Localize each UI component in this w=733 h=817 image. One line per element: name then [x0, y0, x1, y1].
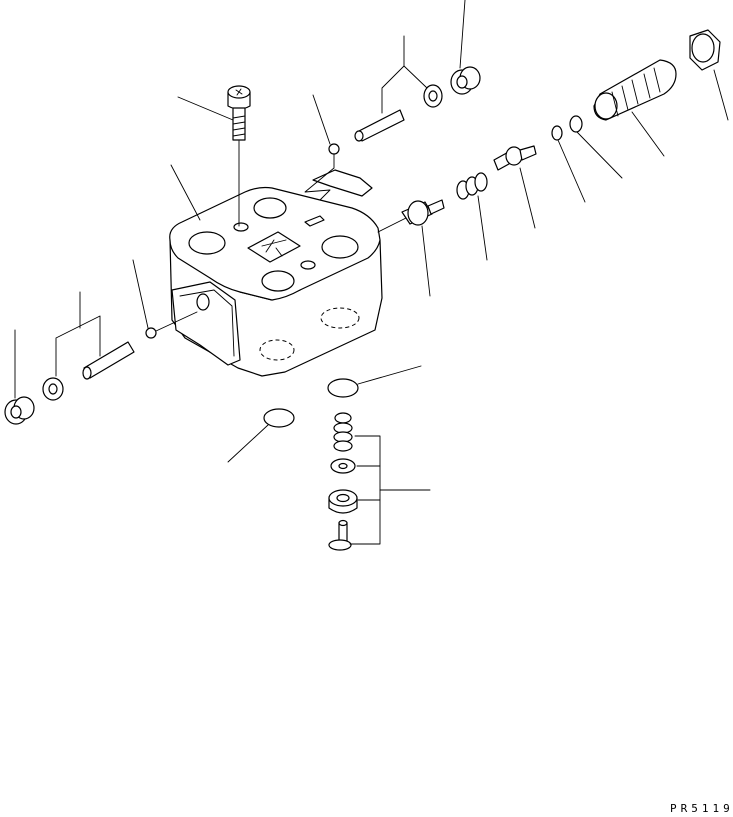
- leader-spring-top: [460, 0, 465, 68]
- o-ring-large: [570, 116, 582, 132]
- leader-fitting-right: [422, 226, 430, 296]
- poppet-right: [494, 146, 536, 170]
- drawing-code: PR51196: [670, 802, 733, 815]
- spacer-bottom: [329, 490, 357, 513]
- leader-plug-right: [632, 112, 664, 156]
- bracket-left-group: [56, 316, 100, 376]
- bracket-bottom-group: [350, 436, 380, 544]
- ball-to-body-line: [156, 312, 197, 331]
- fitting-right: [402, 200, 444, 225]
- ball-zigzag-line: [305, 154, 334, 200]
- spring-top: [451, 67, 480, 94]
- pin-left: [83, 342, 134, 379]
- bracket-top-group: [382, 36, 404, 113]
- pin-bottom: [329, 521, 351, 551]
- leader-o-ring-small: [558, 140, 585, 202]
- leader-o-ring-bottom: [358, 366, 421, 384]
- leader-hex-nut: [714, 70, 728, 120]
- pin-top: [355, 110, 404, 141]
- steel-ball-left: [146, 328, 156, 338]
- spring-left: [5, 397, 34, 424]
- plug-top: [424, 85, 442, 107]
- plug-left: [43, 378, 63, 400]
- washer-bottom: [331, 459, 355, 473]
- bracket-top-branch: [404, 66, 427, 88]
- spring-right: [457, 173, 487, 199]
- valve-body: [170, 170, 382, 376]
- body-to-fitting-line: [378, 216, 410, 232]
- plug-assembly-right: [594, 60, 676, 120]
- spring-bottom: [334, 413, 352, 451]
- o-ring-bottom: [328, 379, 358, 397]
- socket-head-bolt: [228, 86, 250, 140]
- steel-ball-top: [329, 144, 339, 154]
- leader-ball-left: [133, 260, 148, 328]
- o-ring-small: [552, 126, 562, 140]
- leader-o-ring-large: [577, 132, 622, 178]
- leader-spring-right: [478, 196, 487, 260]
- hex-nut-right: [690, 30, 720, 70]
- leader-poppet-right: [520, 168, 535, 228]
- leader-ball-top: [313, 95, 330, 144]
- leader-valve-body: [171, 165, 200, 220]
- leader-seal-bottom-left: [228, 425, 268, 462]
- seal-bottom-left: [264, 409, 294, 427]
- leader-bolt: [178, 97, 233, 120]
